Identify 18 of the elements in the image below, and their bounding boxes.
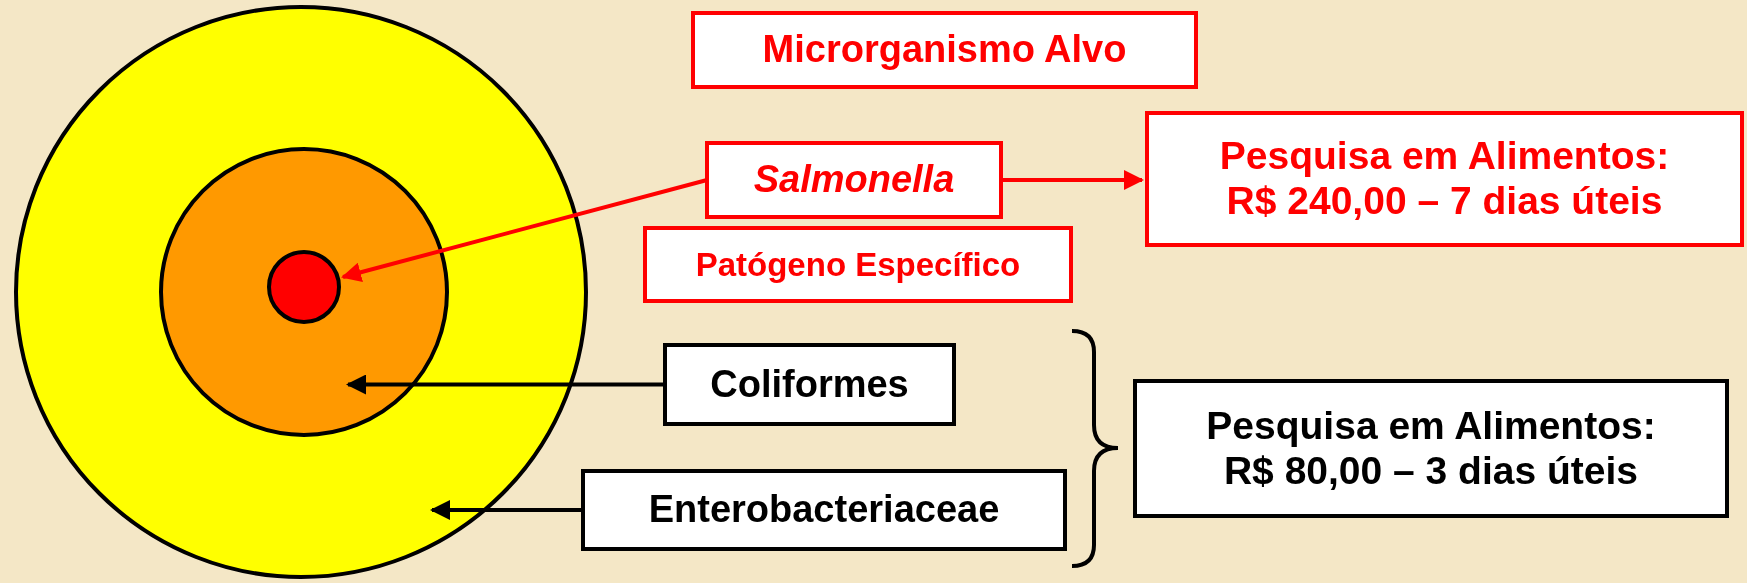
price-box xyxy=(1145,111,1744,247)
label-text: Salmonella xyxy=(753,158,955,202)
label-text: Patógeno Específico xyxy=(695,245,1021,284)
heading-text: Pesquisa em Alimentos: xyxy=(1219,134,1670,179)
arrow xyxy=(346,374,665,395)
organism-box xyxy=(581,469,1067,551)
price-box xyxy=(1133,379,1729,518)
label-text: Coliformes xyxy=(710,362,909,407)
category-box xyxy=(643,226,1073,303)
heading-text: Pesquisa em Alimentos: xyxy=(1206,403,1656,449)
arrow xyxy=(430,500,583,520)
category-box xyxy=(691,11,1198,89)
price-text: R$ 240,00 – 7 dias úteis xyxy=(1226,179,1663,224)
organism-box xyxy=(705,141,1003,219)
organism-box xyxy=(663,343,956,426)
label-text: Microrganismo Alvo xyxy=(762,28,1127,72)
price-text: R$ 80,00 – 3 dias úteis xyxy=(1223,448,1639,494)
label-text: Enterobacteriaceae xyxy=(648,488,1000,532)
